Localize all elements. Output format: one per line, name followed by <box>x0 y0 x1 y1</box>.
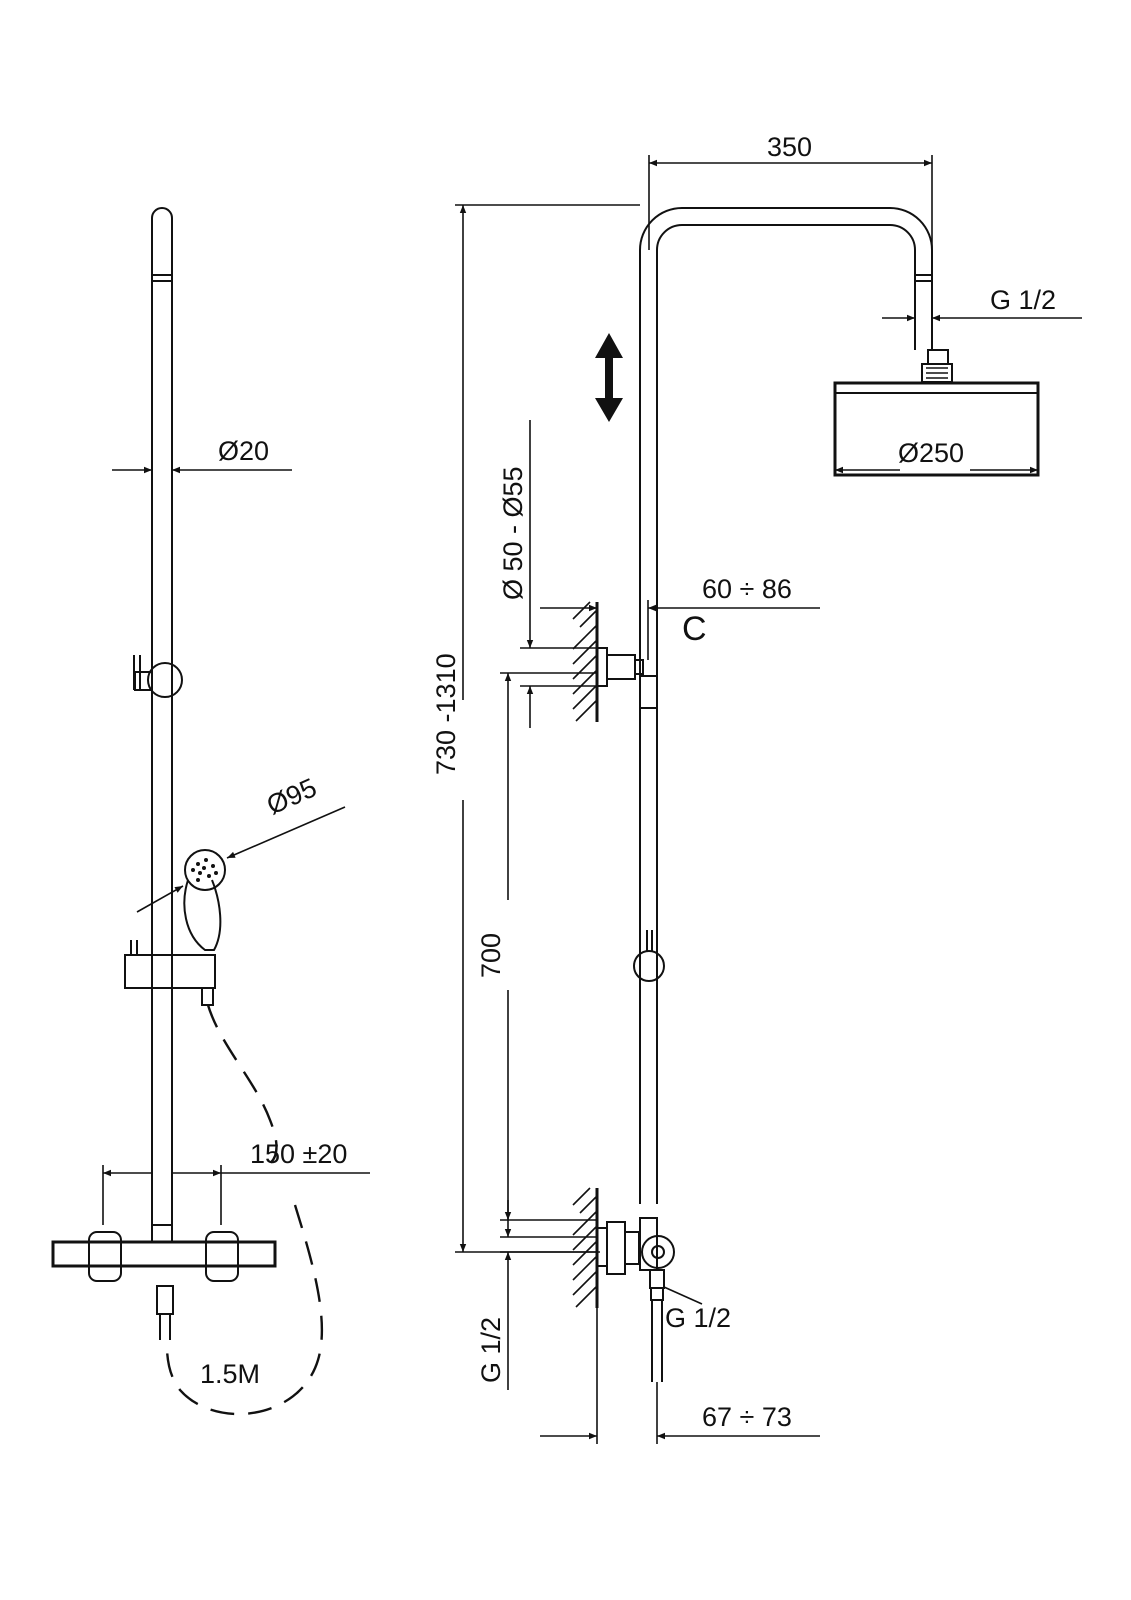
mixer-depth-label: 67 ÷ 73 <box>702 1402 792 1432</box>
slider <box>124 940 216 1006</box>
head-diameter-label: Ø250 <box>898 438 964 468</box>
bracket-depth-label: 60 ÷ 86 <box>702 574 792 604</box>
bracket-diameter-label: Ø 50 - Ø55 <box>498 466 528 600</box>
bracket-spacing-label: 700 <box>476 933 506 978</box>
slide-rail <box>151 207 173 1225</box>
rail-diameter-label: Ø20 <box>218 436 269 466</box>
hand-shower <box>183 849 226 951</box>
rain-shower-head <box>833 349 1040 477</box>
riser-pipe <box>639 207 933 1204</box>
top-outlet-thread-label: G 1/2 <box>990 285 1056 315</box>
outlet-thread-label: G 1/2 <box>665 1303 731 1333</box>
height-adjust-arrow-icon <box>595 333 623 422</box>
mixer-centers-label: 150 ±20 <box>250 1139 347 1169</box>
side-view-right: 350 G 1/2 Ø250 730 -1310 <box>431 132 1082 1444</box>
height-range-label: 730 -1310 <box>431 653 461 775</box>
thermostatic-mixer <box>51 1224 277 1340</box>
inlet-thread-label: G 1/2 <box>476 1317 506 1383</box>
side-view-left: Ø20 Ø95 <box>51 207 370 1416</box>
flexible-hose <box>206 1004 278 1166</box>
lower-wall-bracket <box>572 1187 675 1382</box>
riser-slider <box>633 930 665 982</box>
handshower-diameter-label: Ø95 <box>262 772 321 820</box>
rail-holder <box>147 662 183 698</box>
arm-projection-label: 350 <box>767 132 812 162</box>
bracket-c-label: C <box>682 610 707 648</box>
hose-length-label: 1.5M <box>200 1359 260 1389</box>
upper-wall-bracket <box>572 601 658 722</box>
